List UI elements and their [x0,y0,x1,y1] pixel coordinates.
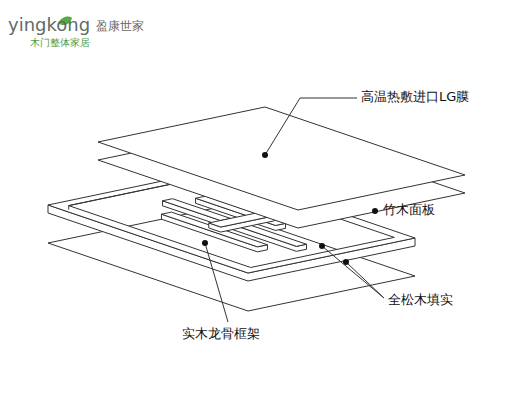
brand-chinese: 盈康世家 [96,19,144,33]
leader-line [205,243,228,322]
leader-line [265,98,357,155]
brand-name: yingkong [8,14,90,36]
lg-film [98,107,465,210]
part-label: 高温热敷进口LG膜 [361,89,469,105]
frame-side [48,205,415,281]
part-label: 全松木填实 [388,292,453,308]
leader-dot [319,243,325,249]
part-label: 实木龙骨框架 [182,326,260,342]
leader-dot [343,259,349,265]
brand-slogan: 木门整体家居 [30,37,90,49]
part-label: 竹木面板 [383,202,435,218]
leader-line [346,262,384,298]
leader-dot [262,152,268,158]
leader-dot [202,240,208,246]
leader-dot [372,208,378,214]
leader-line [322,246,384,298]
